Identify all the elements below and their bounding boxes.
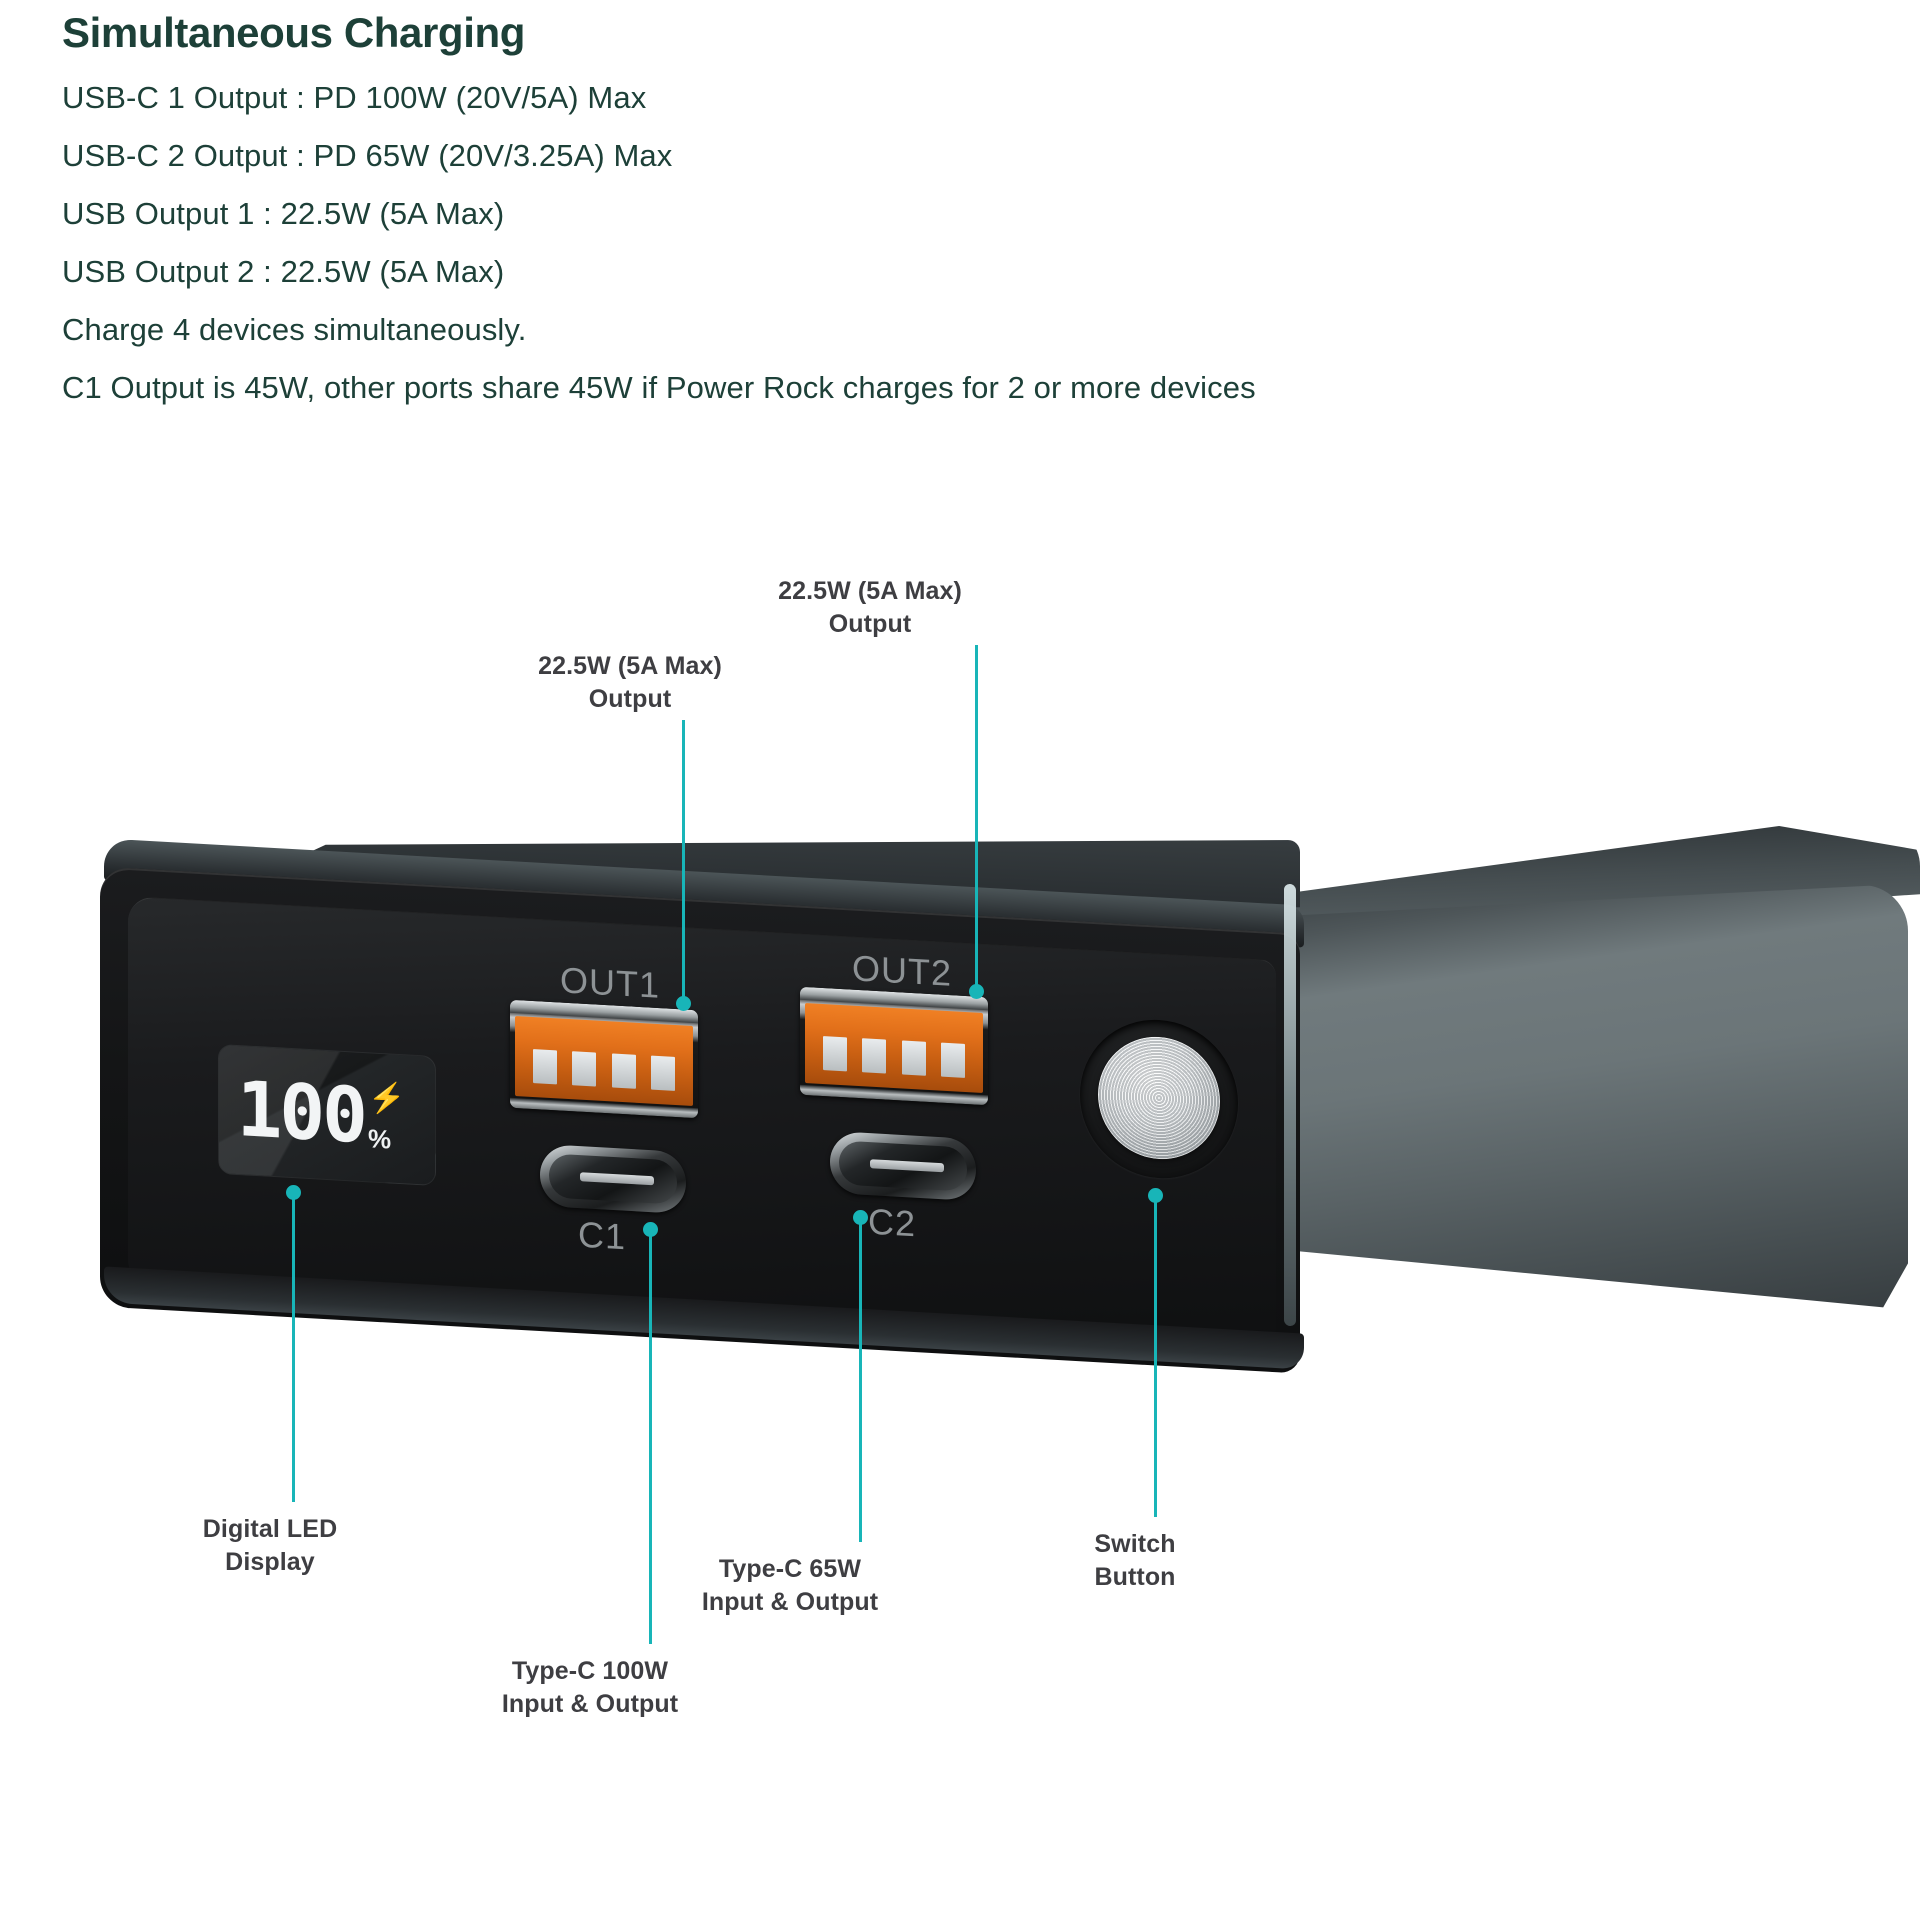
usb-pin xyxy=(650,1055,676,1091)
device-side-shell xyxy=(1288,885,1908,1308)
device-edge-seam xyxy=(1284,883,1296,1327)
led-glass-reflection xyxy=(219,1044,435,1186)
usb-c-c2-cavity xyxy=(839,1140,967,1192)
spec-line-charge4: Charge 4 devices simultaneously. xyxy=(62,311,527,347)
usb-c-c1-cavity xyxy=(549,1153,677,1205)
leader-line-led xyxy=(292,1192,295,1502)
port-label-out1: OUT1 xyxy=(560,959,661,1006)
usb-a-out1-insert xyxy=(515,1016,693,1106)
usb-a-out2-pins xyxy=(822,1036,966,1078)
usb-pin xyxy=(611,1053,636,1089)
callout-out1-label: 22.5W (5A Max) Output xyxy=(538,652,722,713)
usb-pin xyxy=(940,1042,966,1078)
leader-line-switch xyxy=(1154,1195,1157,1517)
callout-led-label: Digital LED Display xyxy=(202,1515,338,1576)
usb-pin xyxy=(822,1036,847,1071)
usb-c-c1-tongue xyxy=(579,1171,654,1185)
usb-pin xyxy=(532,1049,557,1084)
leader-dot-out2 xyxy=(969,984,984,999)
usb-a-out1-pins xyxy=(532,1049,676,1091)
usb-pin xyxy=(901,1040,926,1076)
leader-line-out2 xyxy=(975,645,978,990)
usb-a-out2-insert xyxy=(805,1003,983,1093)
leader-line-c1 xyxy=(649,1229,652,1644)
usb-a-port-out2[interactable] xyxy=(800,986,988,1106)
usb-c-c2-tongue xyxy=(869,1158,944,1172)
callout-typec100-label: Type-C 100W Input & Output xyxy=(501,1657,679,1718)
spec-line-usbc1: USB-C 1 Output : PD 100W (20V/5A) Max xyxy=(62,79,647,115)
usb-c-port-c2[interactable] xyxy=(830,1130,976,1202)
port-label-c1: C1 xyxy=(578,1213,627,1258)
port-label-c2: C2 xyxy=(868,1200,917,1245)
usb-a-port-out1[interactable] xyxy=(510,999,698,1119)
page-title: Simultaneous Charging xyxy=(62,9,525,56)
spec-line-sharing-note: C1 Output is 45W, other ports share 45W … xyxy=(62,369,1256,405)
callout-typec65-label: Type-C 65W Input & Output xyxy=(701,1555,879,1616)
port-label-out2: OUT2 xyxy=(852,947,953,994)
spec-line-usb2: USB Output 2 : 22.5W (5A Max) xyxy=(62,253,505,289)
usb-pin xyxy=(862,1038,887,1074)
callout-out2-label: 22.5W (5A Max) Output xyxy=(778,577,962,638)
leader-dot-out1 xyxy=(676,996,691,1011)
usb-c-port-c1[interactable] xyxy=(540,1143,686,1215)
spec-line-usb1: USB Output 1 : 22.5W (5A Max) xyxy=(62,195,505,231)
switch-button-cap[interactable] xyxy=(1098,1033,1220,1163)
leader-line-c2 xyxy=(859,1217,862,1542)
leader-line-out1 xyxy=(682,720,685,1002)
digital-led-display: 100 ⚡ % xyxy=(218,1043,436,1187)
spec-text-block: Simultaneous Charging USB-C 1 Output : P… xyxy=(62,8,1562,430)
callout-switch-label: Switch Button xyxy=(1094,1530,1176,1591)
usb-pin xyxy=(572,1051,597,1087)
spec-line-usbc2: USB-C 2 Output : PD 65W (20V/3.25A) Max xyxy=(62,137,673,173)
